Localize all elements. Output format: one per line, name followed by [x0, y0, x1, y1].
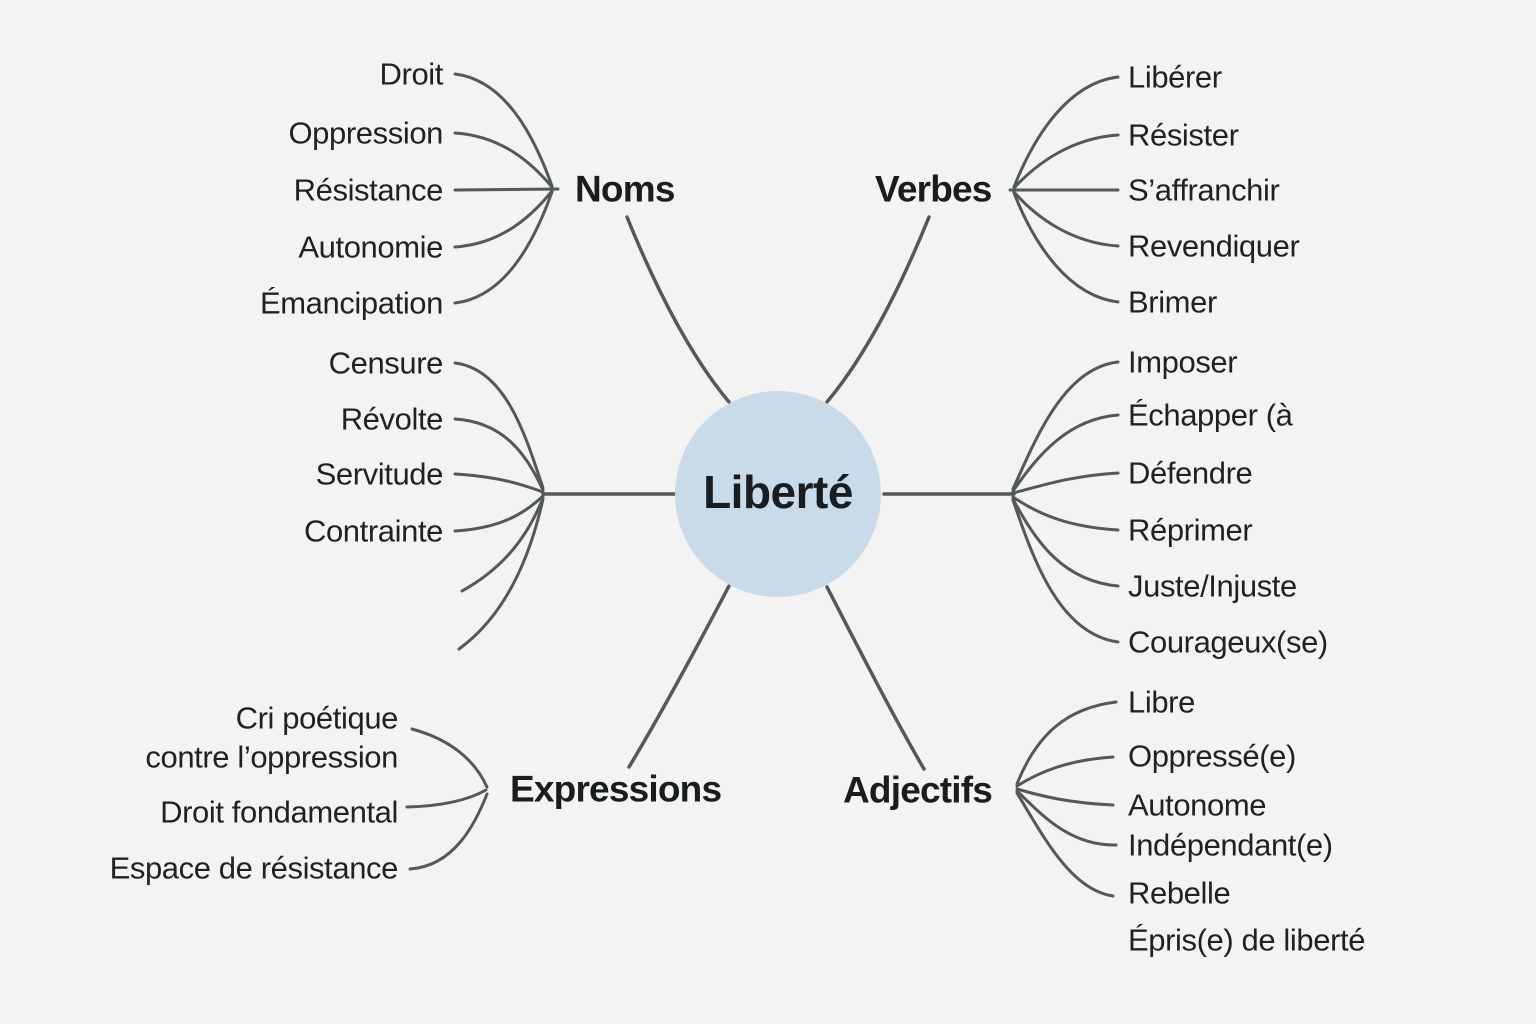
- item-adjectifs-4: Rebelle: [1128, 876, 1230, 911]
- item-droite-1: Échapper (à: [1128, 398, 1294, 433]
- item-adjectifs-5: Épris(e) de liberté: [1128, 923, 1365, 958]
- connector-verbes-3: [1012, 190, 1120, 248]
- item-gauche-0: Censure: [329, 346, 443, 381]
- connector-droite-4: [1011, 497, 1120, 588]
- item-noms-1: Oppression: [288, 116, 443, 151]
- connector-droite-3: [1011, 495, 1120, 532]
- connector-gauche-empty-5: [457, 497, 545, 651]
- item-verbes-4: Brimer: [1128, 285, 1217, 320]
- edge-center-noms: [625, 215, 731, 404]
- item-verbes-0: Libérer: [1128, 60, 1222, 95]
- connector-noms-3: [453, 189, 554, 249]
- edge-center-adjectifs: [825, 585, 926, 771]
- item-verbes-3: Revendiquer: [1128, 229, 1299, 264]
- branch-label-expressions: Expressions: [510, 769, 721, 810]
- item-adjectifs-2: Autonome: [1128, 788, 1266, 823]
- item-adjectifs-1: Oppressé(e): [1128, 739, 1296, 774]
- main-edges: [541, 215, 1016, 771]
- connector-droite-0: [1011, 360, 1120, 491]
- branch-label-noms: Noms: [575, 169, 675, 210]
- connector-verbes-0: [1012, 75, 1120, 189]
- connector-gauche-3: [453, 494, 545, 533]
- connector-expressions-2: [408, 792, 489, 871]
- item-expressions-0-line2: contre l’oppression: [145, 740, 398, 775]
- connector-gauche-2: [453, 472, 545, 494]
- connector-adjectifs-0: [1015, 700, 1118, 786]
- item-noms-3: Autonomie: [298, 230, 443, 265]
- connector-droite-5: [1011, 498, 1120, 644]
- item-droite-2: Défendre: [1128, 456, 1252, 491]
- connector-verbes-4: [1012, 191, 1120, 304]
- edge-center-expressions: [627, 584, 731, 769]
- connector-droite-1: [1011, 413, 1120, 493]
- connector-expressions-1: [405, 788, 488, 809]
- center-node: [675, 391, 881, 597]
- connector-droite-2: [1011, 471, 1120, 495]
- connector-verbes-1: [1012, 133, 1120, 190]
- item-verbes-1: Résister: [1128, 118, 1239, 153]
- item-expressions-2: Espace de résistance: [110, 851, 398, 886]
- branch-label-adjectifs: Adjectifs: [843, 770, 992, 811]
- item-adjectifs-0: Libre: [1128, 685, 1195, 720]
- connector-noms-4: [453, 190, 554, 305]
- connector-noms-2: [453, 187, 560, 192]
- connector-gauche-1: [453, 417, 545, 492]
- connector-expressions-0: [410, 727, 489, 789]
- connector-gauche-empty-4: [460, 496, 545, 593]
- center-node-label: Liberté: [703, 466, 853, 518]
- item-gauche-3: Contrainte: [304, 514, 443, 549]
- connector-adjectifs-4: [1015, 791, 1115, 898]
- branch-label-verbes: Verbes: [875, 169, 992, 210]
- item-droite-4: Juste/Injuste: [1128, 569, 1297, 604]
- item-noms-4: Émancipation: [260, 286, 443, 321]
- connector-noms-1: [453, 131, 554, 189]
- item-connectors: [405, 72, 1120, 898]
- item-gauche-1: Révolte: [341, 402, 443, 437]
- edge-center-verbes: [825, 215, 931, 404]
- item-droite-0: Imposer: [1128, 345, 1237, 380]
- connector-adjectifs-2: [1015, 787, 1115, 807]
- item-droite-3: Réprimer: [1128, 513, 1252, 548]
- item-adjectifs-3: Indépendant(e): [1128, 828, 1333, 863]
- item-noms-2: Résistance: [294, 173, 443, 208]
- item-verbes-2: S’affranchir: [1128, 173, 1280, 208]
- branch-labels: Noms Verbes Expressions Adjectifs: [510, 169, 993, 811]
- connector-gauche-0: [453, 361, 545, 490]
- item-noms-0: Droit: [380, 57, 444, 92]
- item-expressions-1: Droit fondamental: [160, 795, 398, 830]
- item-droite-5: Courageux(se): [1128, 625, 1328, 660]
- connector-adjectifs-3: [1015, 789, 1118, 847]
- connector-adjectifs-1: [1015, 755, 1115, 788]
- connector-noms-0: [453, 72, 554, 188]
- item-expressions-0-line1: Cri poétique: [236, 701, 398, 736]
- item-gauche-2: Servitude: [316, 457, 443, 492]
- item-labels: Droit Oppression Résistance Autonomie Ém…: [110, 57, 1366, 958]
